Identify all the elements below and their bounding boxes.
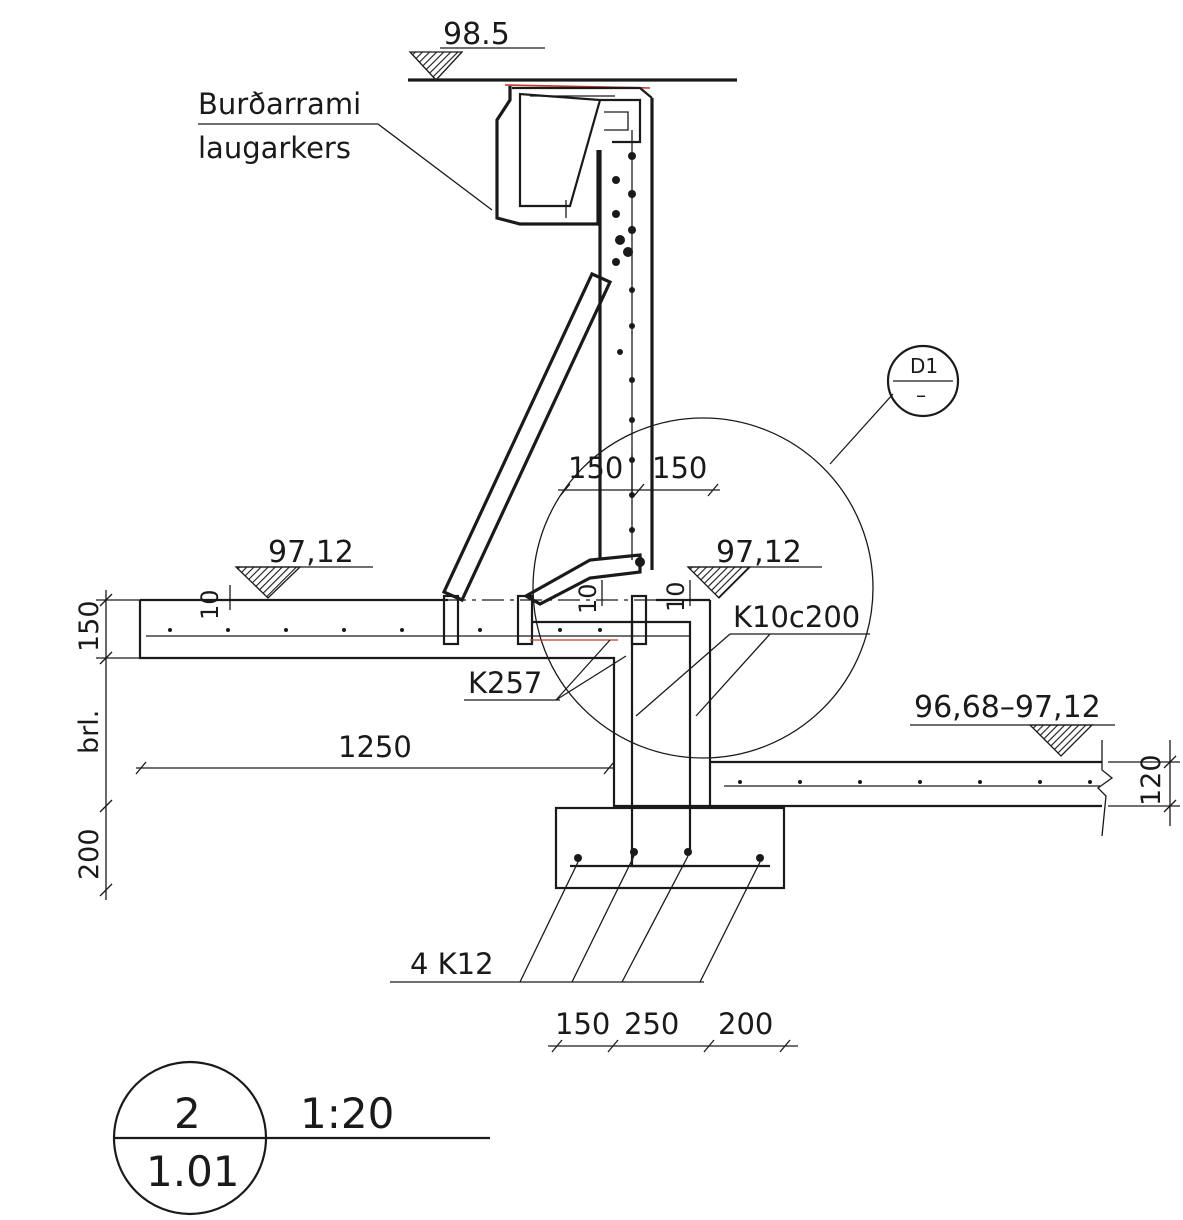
anchor-bolts <box>442 594 648 646</box>
rebar-k257-label: K257 <box>464 639 627 701</box>
scale-value: 1:20 <box>300 1089 394 1138</box>
floor-slab <box>710 740 1114 837</box>
section-title: 2 1.01 1:20 <box>112 1060 490 1216</box>
dimension-150-150: 150 150 <box>558 451 720 498</box>
frame-label: Burðarrami laugarkers <box>198 87 493 211</box>
dim-1250-value: 1250 <box>338 730 412 764</box>
rebar-k257-value: K257 <box>468 666 542 700</box>
dimension-1250: 1250 <box>135 730 615 775</box>
level-right-value: 97,12 <box>716 535 802 570</box>
dim-bottom-150: 150 <box>555 1007 610 1041</box>
frame-post <box>598 98 654 570</box>
top-level-marker: 98.5 <box>408 17 737 89</box>
rebar-4k12-value: 4 K12 <box>410 947 494 981</box>
dim-10-a: 10 <box>196 589 224 620</box>
top-level-value: 98.5 <box>443 17 510 52</box>
dims-10: 10 10 10 <box>196 580 691 620</box>
dimension-bottom: 150 250 200 <box>548 1007 798 1053</box>
gutter-frame <box>495 86 653 226</box>
dimension-120: 120 <box>1108 740 1180 826</box>
level-floor-value: 96,68–97,12 <box>914 690 1101 725</box>
rebar-k10-value: K10c200 <box>733 600 860 634</box>
frame-label-line2: laugarkers <box>198 131 351 165</box>
detail-ref-top: D1 <box>910 354 938 378</box>
slab-and-wall <box>138 598 712 868</box>
frame-label-line1: Burðarrami <box>198 87 361 121</box>
section-number: 2 <box>174 1089 201 1138</box>
dim-10-b: 10 <box>574 583 602 614</box>
dim-10-c: 10 <box>662 581 690 612</box>
dimension-left-vertical: 150 brl. 200 <box>74 590 140 900</box>
detail-ref-bottom: – <box>916 383 926 407</box>
detail-callout: D1 – <box>532 344 960 759</box>
dim-bottom-250: 250 <box>624 1007 679 1041</box>
diagonal-brace <box>441 271 642 606</box>
dim-150-right: 150 <box>652 451 707 485</box>
rebar-4k12-label: 4 K12 <box>390 855 761 983</box>
dim-120-value: 120 <box>1136 754 1167 806</box>
dim-150-vert: 150 <box>74 600 105 652</box>
level-left-marker: 97,12 <box>234 535 373 599</box>
dim-bottom-200: 200 <box>718 1007 773 1041</box>
rebar-k10-label: K10c200 <box>635 600 870 717</box>
level-left-value: 97,12 <box>268 535 354 570</box>
footing <box>554 806 786 890</box>
dim-200-vert: 200 <box>74 828 105 880</box>
level-right-marker: 97,12 <box>686 535 822 599</box>
dim-brl: brl. <box>74 710 105 754</box>
sheet-number: 1.01 <box>146 1147 240 1196</box>
level-floor-marker: 96,68–97,12 <box>910 690 1115 757</box>
